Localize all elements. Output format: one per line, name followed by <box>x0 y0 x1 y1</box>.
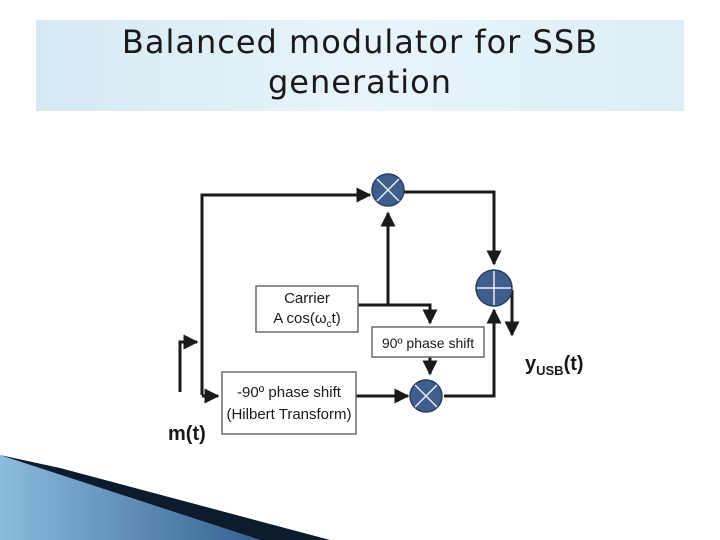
carrier-formula: A cos(ωct) <box>273 310 341 330</box>
phase-shift-label: 90º phase shift <box>382 335 474 351</box>
bottom-multiplier-to-adder <box>444 308 502 398</box>
hilbert-line2: (Hilbert Transform) <box>226 406 351 423</box>
top-multiplier-node <box>371 173 405 207</box>
decorative-swoosh <box>0 455 330 540</box>
hilbert-line1: -90º phase shift <box>237 384 342 401</box>
input-path <box>178 334 199 392</box>
adder-node <box>475 269 513 307</box>
input-label: m(t) <box>168 423 206 445</box>
bottom-multiplier-node <box>409 379 443 413</box>
carrier-to-phase-shift <box>358 303 438 325</box>
phase-shift-block: 90º phase shift <box>371 326 485 358</box>
carrier-label: Carrier <box>284 290 330 307</box>
output-label: yUSB(t) <box>525 353 584 378</box>
slide-title-line2: generation <box>267 63 453 101</box>
signal-paths <box>178 187 520 404</box>
carrier-block: Carrier A cos(ωct) <box>255 285 359 333</box>
title-banner <box>36 20 684 111</box>
top-path <box>200 187 372 395</box>
top-multiplier-to-adder <box>404 190 502 266</box>
slide-title: Balanced modulator for SSB generation <box>36 22 684 102</box>
slide-title-line1: Balanced modulator for SSB <box>121 23 599 61</box>
hilbert-block: -90º phase shift (Hilbert Transform) <box>221 371 357 435</box>
